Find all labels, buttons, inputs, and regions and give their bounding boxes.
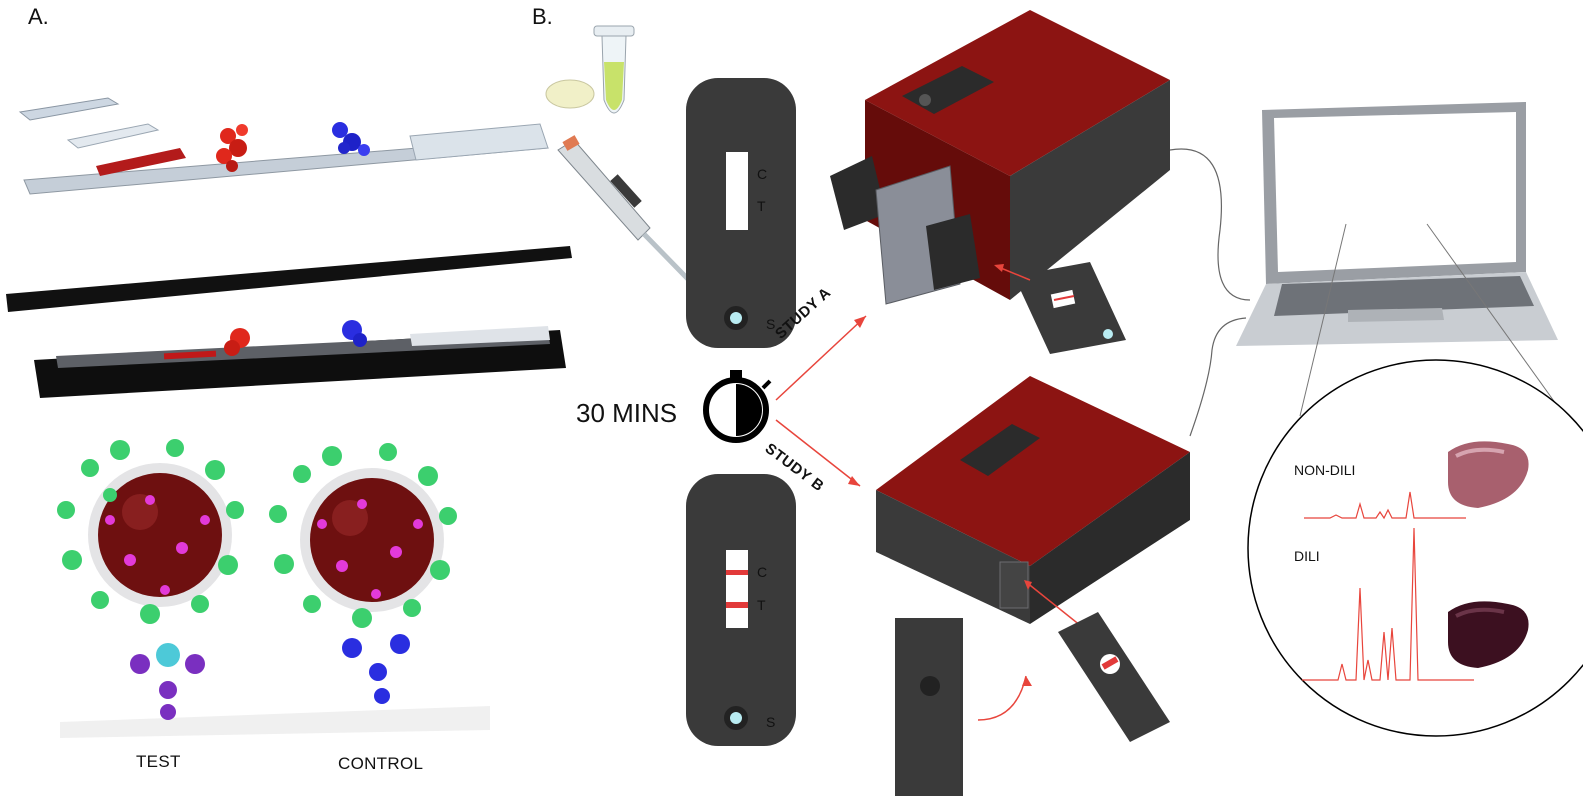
laptop [1236, 102, 1558, 346]
liver-healthy-icon [1448, 441, 1529, 508]
cassette-lid [6, 246, 572, 312]
dili-label: DILI [1294, 548, 1320, 564]
cassette-bottom-c: C [757, 564, 768, 580]
reader-device-a [830, 10, 1170, 354]
spectrum-dili [1302, 527, 1474, 681]
arrow-study-b [775, 419, 861, 487]
spectra-inset [1247, 359, 1583, 737]
cassette-top-c: C [757, 166, 768, 182]
sample-tube [593, 25, 635, 114]
cassette-top-s: S [766, 316, 776, 332]
cassette-bottom [686, 474, 796, 746]
cable-a [1169, 148, 1251, 301]
cassette-top [686, 78, 796, 348]
blue-antibody-cluster [332, 122, 370, 156]
arrow-study-a [775, 315, 867, 401]
test-nanoparticle [57, 439, 244, 720]
tablet [545, 79, 595, 109]
red-antibody-cluster [216, 124, 248, 172]
strip-holder [895, 618, 963, 796]
spectrum-non-dili [1304, 491, 1466, 520]
strip-top-layer [18, 97, 549, 195]
liver-diseased-icon [1448, 601, 1529, 668]
panel-b-label: B. [532, 4, 553, 29]
assembled-cassette [34, 320, 566, 398]
cable-b [1189, 317, 1247, 437]
analyte [156, 643, 180, 667]
strip-in-holder [1058, 612, 1170, 742]
time-label: 30 MINS [576, 398, 678, 428]
panel-b-figure [545, 10, 1583, 796]
non-dili-label: NON-DILI [1294, 462, 1356, 478]
panel-a-figure [6, 97, 572, 738]
cassette-top-t: T [757, 198, 766, 214]
control-label: CONTROL [338, 754, 424, 773]
control-nanoparticle [269, 443, 457, 704]
panel-a-label: A. [28, 4, 49, 29]
strip-inserted-a [1014, 262, 1126, 354]
cassette-bottom-t: T [757, 597, 766, 613]
cassette-bottom-s: S [766, 714, 776, 730]
test-label: TEST [136, 752, 181, 771]
stopwatch-icon [703, 370, 772, 443]
reader-device-b [876, 376, 1190, 796]
